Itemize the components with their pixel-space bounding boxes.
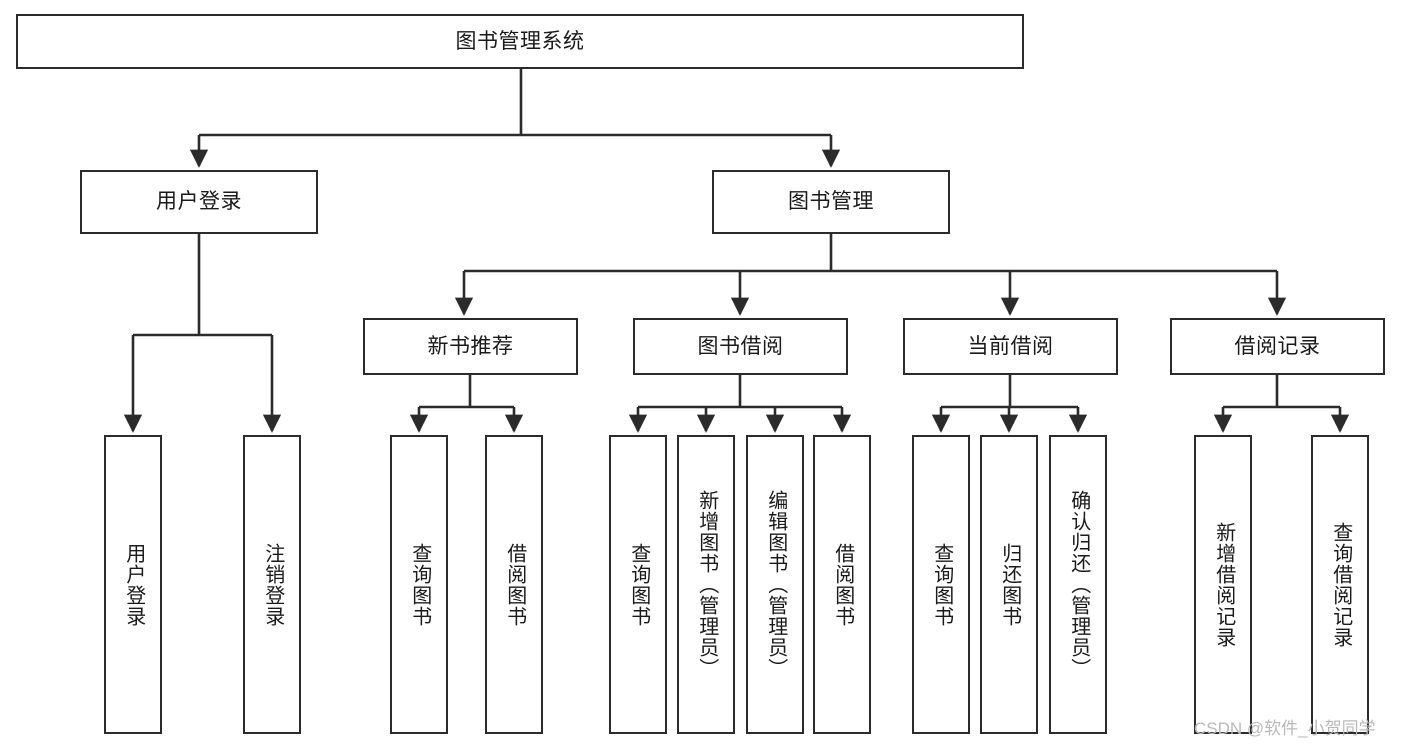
- leaf-current-2[interactable]: 归还图书: [980, 435, 1038, 734]
- leaf-user-login-1[interactable]: 用户登录: [104, 435, 162, 734]
- node-root[interactable]: 图书管理系统: [16, 14, 1024, 69]
- node-book-management-label: 图书管理: [788, 190, 874, 214]
- leaf-record-1-label: 新增借阅记录: [1212, 521, 1235, 648]
- leaf-recommend-2-label: 借阅图书: [503, 542, 526, 627]
- node-book-borrow-label: 图书借阅: [697, 334, 784, 358]
- leaf-user-login-2[interactable]: 注销登录: [243, 435, 301, 734]
- leaf-record-2-label: 查询借阅记录: [1329, 521, 1352, 648]
- leaf-record-1[interactable]: 新增借阅记录: [1194, 435, 1252, 734]
- node-book-management[interactable]: 图书管理: [712, 170, 950, 234]
- leaf-borrow-1[interactable]: 查询图书: [609, 435, 667, 734]
- node-user-login[interactable]: 用户登录: [80, 170, 318, 234]
- leaf-borrow-2[interactable]: 新增图书（管理员）: [677, 435, 735, 734]
- leaf-borrow-2-label: 新增图书（管理员）: [695, 490, 718, 679]
- leaf-borrow-1-label: 查询图书: [627, 542, 650, 627]
- node-current-borrow[interactable]: 当前借阅: [903, 318, 1118, 375]
- leaf-borrow-4-label: 借阅图书: [831, 542, 854, 627]
- leaf-recommend-1-label: 查询图书: [408, 542, 431, 627]
- node-current-borrow-label: 当前借阅: [967, 334, 1054, 358]
- leaf-current-3-label: 确认归还（管理员）: [1067, 490, 1090, 679]
- leaf-current-3[interactable]: 确认归还（管理员）: [1049, 435, 1107, 734]
- leaf-current-2-label: 归还图书: [998, 542, 1021, 627]
- leaf-user-login-1-label: 用户登录: [122, 542, 145, 627]
- leaf-recommend-1[interactable]: 查询图书: [390, 435, 448, 734]
- leaf-borrow-3[interactable]: 编辑图书（管理员）: [746, 435, 804, 734]
- csdn-watermark: CSDN @软件_小贺同学: [1194, 719, 1376, 738]
- node-book-borrow[interactable]: 图书借阅: [633, 318, 848, 375]
- leaf-current-1-label: 查询图书: [930, 542, 953, 627]
- leaf-borrow-3-label: 编辑图书（管理员）: [764, 490, 787, 679]
- leaf-user-login-2-label: 注销登录: [261, 542, 284, 627]
- node-user-login-label: 用户登录: [156, 190, 242, 214]
- node-new-book-recommend-label: 新书推荐: [427, 334, 514, 358]
- leaf-borrow-4[interactable]: 借阅图书: [813, 435, 871, 734]
- leaf-record-2[interactable]: 查询借阅记录: [1311, 435, 1369, 734]
- node-new-book-recommend[interactable]: 新书推荐: [363, 318, 578, 375]
- node-borrow-record[interactable]: 借阅记录: [1170, 318, 1385, 375]
- leaf-recommend-2[interactable]: 借阅图书: [485, 435, 543, 734]
- node-root-label: 图书管理系统: [455, 29, 585, 53]
- node-borrow-record-label: 借阅记录: [1234, 334, 1321, 358]
- leaf-current-1[interactable]: 查询图书: [912, 435, 970, 734]
